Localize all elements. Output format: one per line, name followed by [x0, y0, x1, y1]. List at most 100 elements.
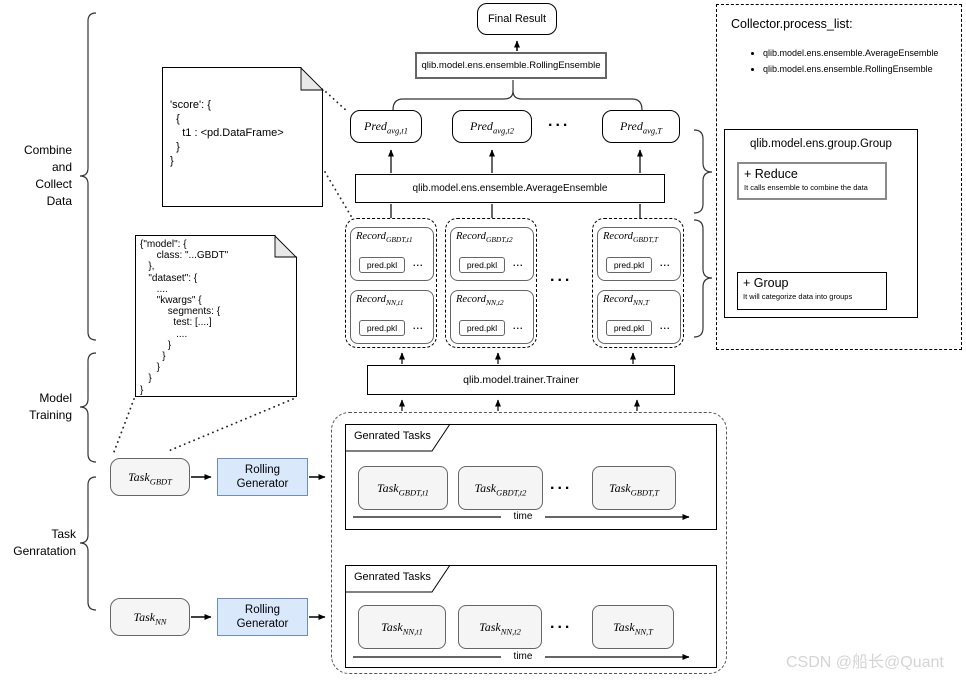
pred-pkl-chip: pred.pkl — [359, 257, 405, 273]
chip-ellipsis: ... — [413, 321, 424, 331]
rolling-generator-node-2: Rolling Generator — [217, 598, 308, 636]
task-gbdt-source-label: TaskGBDT — [128, 469, 172, 486]
final-result-node: Final Result — [477, 3, 557, 35]
record-nn-2: RecordNN,t2 pred.pkl ... — [450, 290, 534, 344]
rolling-ensemble-label: qlib.model.ens.ensemble.RollingEnsemble — [421, 60, 601, 71]
group-method-desc: It will categorize data into groups — [743, 292, 853, 301]
pred-pkl-chip: pred.pkl — [359, 320, 405, 336]
record-ellipsis: ... — [550, 268, 573, 285]
collector-bullet-list: qlib.model.ens.ensemble.AverageEnsemble … — [749, 45, 938, 77]
rolling-generator-label-1: Rolling Generator — [236, 463, 289, 490]
record-nn-1: RecordNN,t1 pred.pkl ... — [350, 290, 434, 344]
chip-ellipsis: ... — [513, 258, 524, 268]
brace-preds-to-reduce — [693, 129, 713, 214]
record-gbdt-1-label: RecordGBDT,t1 — [356, 231, 413, 245]
pred-pkl-chip: pred.pkl — [459, 257, 505, 273]
gen1-ellipsis: ... — [550, 476, 573, 493]
dotted-score-to-pred — [325, 91, 349, 113]
task-nn-t2-label: TaskNN,t2 — [479, 619, 521, 636]
gen2-ellipsis: ... — [550, 615, 573, 632]
group-method-box: + Group It will categorize data into gro… — [737, 272, 887, 310]
record-nn-3: RecordNN,T pred.pkl ... — [597, 290, 681, 344]
group-method-title: + Group — [743, 276, 789, 290]
chip-ellipsis: ... — [413, 258, 424, 268]
chip-ellipsis: ... — [660, 258, 671, 268]
generated-tasks-box-2 — [345, 565, 717, 668]
model-note-text: {"model": { class: "...GBDT" }, "dataset… — [140, 239, 229, 396]
record-gbdt-2: RecordGBDT,t2 pred.pkl ... — [450, 227, 534, 281]
brace-combine — [79, 12, 97, 341]
collector-panel: Collector.process_list: qlib.model.ens.e… — [716, 4, 962, 350]
pred-label-2: Predavg,t2 — [470, 119, 514, 136]
brace-training — [79, 352, 97, 463]
record-gbdt-2-label: RecordGBDT,t2 — [456, 231, 513, 245]
pred-pkl-chip: pred.pkl — [606, 257, 652, 273]
task-nn-source-node: TaskNN — [110, 598, 190, 636]
pred-pkl-chip: pred.pkl — [459, 320, 505, 336]
generated-tasks-tab-2: Genrated Tasks — [354, 571, 431, 583]
rolling-generator-label-2: Rolling Generator — [236, 603, 289, 630]
average-ensemble-node: qlib.model.ens.ensemble.AverageEnsemble — [355, 174, 665, 203]
trainer-node: qlib.model.trainer.Trainer — [367, 365, 675, 395]
chip-ellipsis: ... — [660, 321, 671, 331]
task-gbdt-t1-node: TaskGBDT,t1 — [358, 466, 448, 510]
task-gbdt-t1-label: TaskGBDT,t1 — [377, 480, 429, 497]
rolling-generator-node-1: Rolling Generator — [217, 458, 308, 496]
task-nn-t1-node: TaskNN,t1 — [358, 605, 446, 649]
dotted-score-to-record — [324, 171, 352, 217]
generated-tasks-box-1 — [345, 424, 717, 530]
reduce-method-desc: It calls ensemble to combine the data — [744, 183, 868, 192]
task-gbdt-t2-label: TaskGBDT,t2 — [474, 480, 527, 497]
task-gbdt-source-node: TaskGBDT — [110, 458, 190, 496]
brace-generation — [79, 476, 97, 611]
task-gbdt-T-label: TaskGBDT,T — [609, 480, 659, 497]
reduce-method-box: + Reduce It calls ensemble to combine th… — [737, 162, 887, 200]
bracket-preds-to-rolling — [392, 80, 643, 111]
record-group-1: RecordGBDT,t1 pred.pkl ... RecordNN,t1 p… — [345, 218, 437, 348]
collector-title: Collector.process_list: — [731, 17, 853, 31]
watermark: CSDN @船长@Quant — [786, 654, 944, 671]
record-group-2: RecordGBDT,t2 pred.pkl ... RecordNN,t2 p… — [445, 218, 537, 348]
time-axis-label-2: time — [501, 651, 545, 662]
record-group-3: RecordGBDT,T pred.pkl ... RecordNN,T pre… — [592, 218, 684, 348]
rolling-ensemble-node: qlib.model.ens.ensemble.RollingEnsemble — [415, 52, 607, 79]
reduce-method-title: + Reduce — [744, 167, 798, 181]
final-result-label: Final Result — [487, 13, 547, 25]
model-note — [135, 235, 297, 397]
task-gbdt-t2-node: TaskGBDT,t2 — [458, 466, 543, 510]
pred-ellipsis: ... — [548, 113, 571, 130]
pred-label-1: Predavg,t1 — [364, 119, 408, 136]
generated-tasks-outer — [331, 412, 727, 674]
group-class-box: qlib.model.ens.group.Group + Reduce It c… — [724, 129, 918, 318]
chip-ellipsis: ... — [513, 321, 524, 331]
record-nn-3-label: RecordNN,T — [603, 294, 649, 308]
dotted-model-to-taskgbdt-left — [113, 398, 135, 453]
trainer-label: qlib.model.trainer.Trainer — [463, 374, 579, 386]
phase-label-training: Model Training — [29, 391, 72, 422]
phase-label-combine: Combine and Collect Data — [23, 143, 72, 208]
task-nn-T-node: TaskNN,T — [592, 605, 674, 649]
pred-label-3: Predavg,T — [619, 119, 662, 136]
phase-label-generation: Task Genratation — [13, 527, 76, 558]
collector-bullet-1: qlib.model.ens.ensemble.AverageEnsemble — [763, 45, 938, 61]
task-nn-T-label: TaskNN,T — [613, 619, 653, 636]
pred-node-1: Predavg,t1 — [350, 110, 422, 143]
time-axis-label-1: time — [501, 511, 545, 522]
record-gbdt-1: RecordGBDT,t1 pred.pkl ... — [350, 227, 434, 281]
collector-bullet-2: qlib.model.ens.ensemble.RollingEnsemble — [763, 61, 938, 77]
average-ensemble-label: qlib.model.ens.ensemble.AverageEnsemble — [412, 183, 608, 194]
record-nn-1-label: RecordNN,t1 — [356, 294, 404, 308]
pred-node-2: Predavg,t2 — [452, 110, 532, 143]
dotted-model-to-taskgbdt-right — [165, 398, 294, 453]
pred-pkl-chip: pred.pkl — [606, 320, 652, 336]
score-note-text: 'score': { { t1 : <pd.DataFrame> } } — [170, 99, 284, 167]
task-nn-source-label: TaskNN — [133, 609, 167, 626]
group-class-title: qlib.model.ens.group.Group — [750, 138, 892, 150]
task-gbdt-T-node: TaskGBDT,T — [592, 466, 676, 510]
generated-tasks-tab-1: Genrated Tasks — [354, 430, 431, 442]
record-gbdt-3-label: RecordGBDT,T — [603, 231, 659, 245]
score-note — [162, 67, 323, 207]
task-nn-t1-label: TaskNN,t1 — [381, 619, 423, 636]
task-nn-t2-node: TaskNN,t2 — [458, 605, 542, 649]
